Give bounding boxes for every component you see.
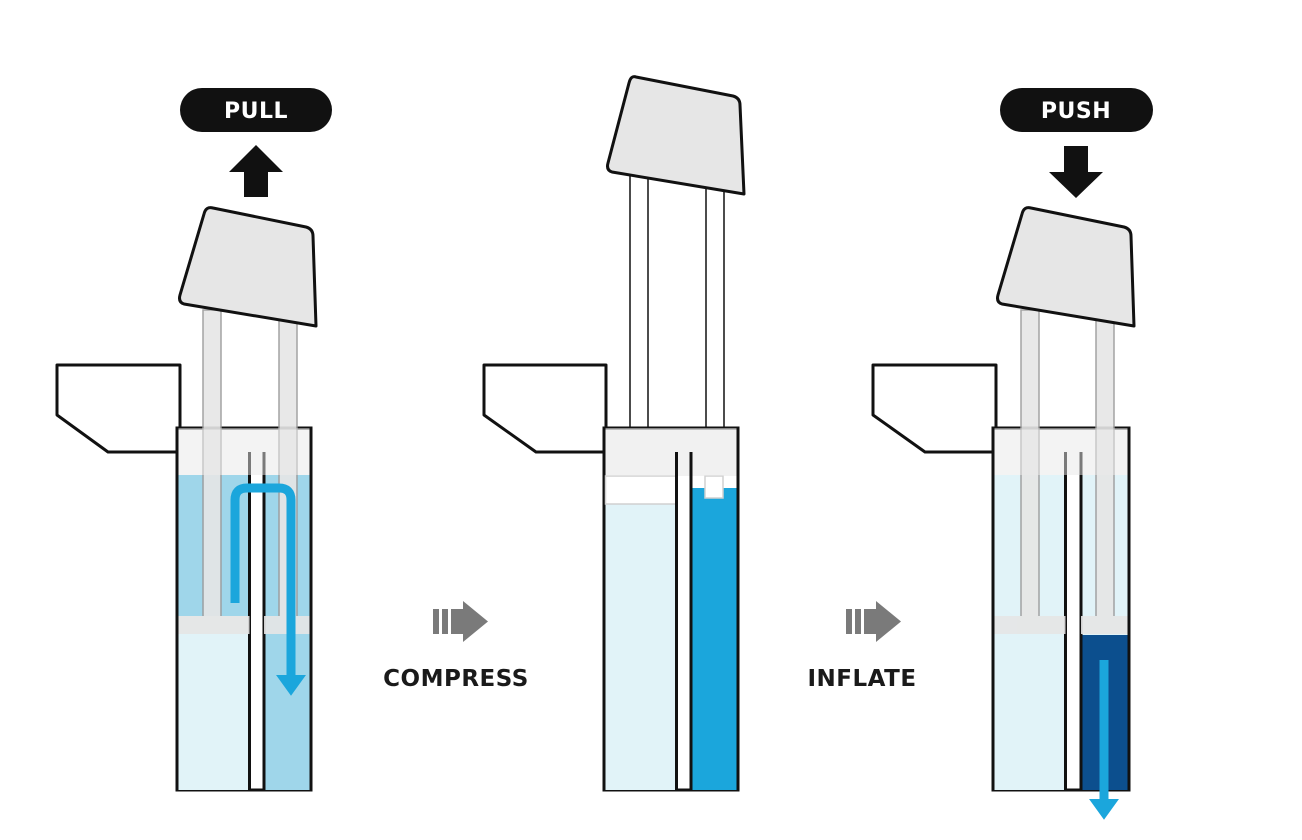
pump-compress-stage [482,75,746,792]
compress-label: COMPRESS [383,666,529,692]
compressed-air [691,488,737,790]
arrow-down-icon [1049,146,1103,198]
flow-arrow-icon [1089,660,1119,820]
push-label-pill: PUSH [1000,88,1153,132]
pump-handle [178,206,318,328]
step-arrow-right-icon [433,601,488,642]
pump-handle [996,206,1136,328]
pump-pull-stage: PULL [55,88,332,792]
flow-arrow-icon [230,483,296,678]
pump-handle [606,75,746,196]
pull-label-pill: PULL [180,88,332,132]
inflate-label: INFLATE [807,666,916,692]
pull-label: PULL [224,99,288,124]
pump-push-stage: PUSH [871,88,1153,820]
arrow-up-icon [229,145,283,197]
step-arrow-right-icon [846,601,901,642]
air-chamber-left [605,488,677,790]
push-label: PUSH [1041,99,1111,124]
